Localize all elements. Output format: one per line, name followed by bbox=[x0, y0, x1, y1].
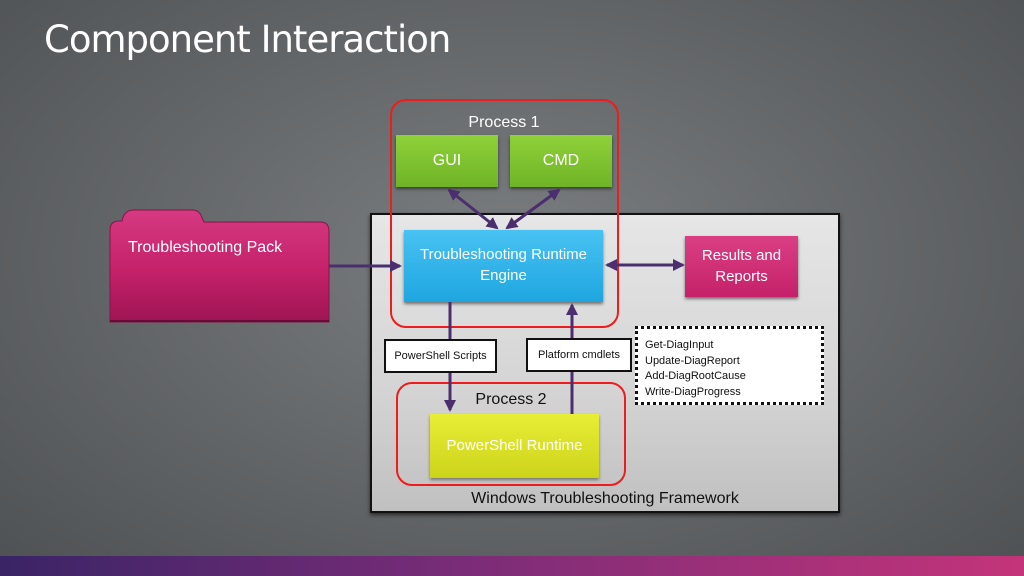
results-label-line1: Results and bbox=[701, 247, 782, 264]
cmd-engine-arrow bbox=[505, 188, 561, 230]
engine-label-line2: Engine bbox=[480, 267, 527, 284]
powershell-runtime-box: PowerShell Runtime bbox=[430, 414, 599, 478]
platform-cmdlets-label: Platform cmdlets bbox=[526, 338, 632, 372]
slide-title: Component Interaction bbox=[44, 18, 451, 61]
cmd-box: CMD bbox=[510, 135, 612, 187]
results-label-line2: Reports bbox=[715, 268, 768, 285]
process2-boundary bbox=[396, 382, 626, 486]
gui-engine-arrow bbox=[447, 188, 499, 230]
engine-label-line1: Troubleshooting Runtime bbox=[419, 246, 588, 263]
cmdlet-item: Add-DiagRootCause bbox=[645, 370, 746, 382]
cmdlet-item: Write-DiagProgress bbox=[645, 385, 741, 398]
troubleshooting-pack-label: Troubleshooting Pack bbox=[128, 239, 283, 256]
cmdlet-item: Get-DiagInput bbox=[645, 339, 714, 351]
process2-label: Process 2 bbox=[475, 391, 547, 408]
gui-box: GUI bbox=[396, 135, 498, 187]
results-reports-box: Results and Reports bbox=[685, 236, 798, 297]
framework-label: Windows Troubleshooting Framework bbox=[471, 490, 739, 507]
runtime-engine-box: Troubleshooting Runtime Engine bbox=[404, 230, 603, 302]
cmdlet-item: Update-DiagReport bbox=[645, 354, 740, 367]
process1-label: Process 1 bbox=[468, 114, 540, 131]
powershell-scripts-label: PowerShell Scripts bbox=[384, 339, 497, 373]
process1-boundary bbox=[390, 99, 619, 328]
cmdlets-list: Get-DiagInput Update-DiagReport Add-Diag… bbox=[635, 326, 824, 405]
bottom-accent-bar bbox=[0, 556, 1024, 576]
